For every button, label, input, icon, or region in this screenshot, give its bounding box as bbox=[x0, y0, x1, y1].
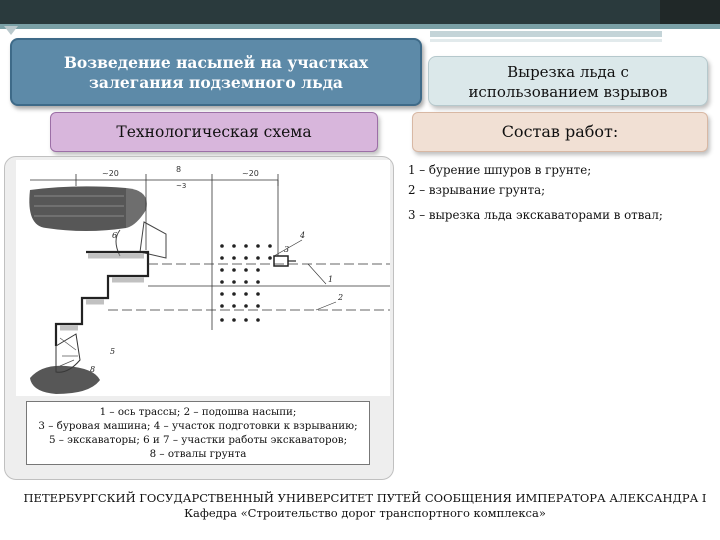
section-title-line1: Вырезка льда с bbox=[507, 63, 629, 81]
technological-scheme-diagram: ~20 8 ~20 ~3 6 4 2 1 5 3 8 bbox=[16, 160, 390, 396]
soil-mass-top-edge bbox=[126, 188, 147, 228]
footer-department: Кафедра «Строительство дорог транспортно… bbox=[184, 505, 546, 520]
callout-8: 8 bbox=[90, 365, 95, 374]
drill-hole-grid bbox=[220, 244, 272, 322]
footer-university: ПЕТЕРБУРГСКИЙ ГОСУДАРСТВЕННЫЙ УНИВЕРСИТЕ… bbox=[23, 491, 707, 505]
works-label: Состав работ: bbox=[412, 112, 708, 152]
soil-mass-top bbox=[29, 186, 126, 231]
soil-hatch-top bbox=[34, 195, 124, 217]
slide-title-line2: залегания подземного льда bbox=[89, 73, 343, 92]
soil-dump-lower bbox=[30, 365, 100, 394]
diagram-legend: 1 – ось трассы; 2 – подошва насыпи; 3 – … bbox=[26, 401, 370, 465]
legend-line-1: 1 – ось трассы; 2 – подошва насыпи; bbox=[99, 406, 297, 418]
legend-line-2: 3 – буровая машина; 4 – участок подготов… bbox=[38, 420, 358, 432]
works-item-1: 1 – бурение шпуров в грунте; bbox=[408, 163, 592, 177]
slide-title: Возведение насыпей на участках залегания… bbox=[10, 38, 422, 106]
drilling-machine bbox=[273, 255, 289, 267]
callout-6: 6 bbox=[112, 231, 117, 240]
top-decor-stripe-light bbox=[430, 31, 662, 37]
corner-triangle-icon bbox=[4, 26, 18, 35]
works-item-2: 2 – взрывание грунта; bbox=[408, 183, 546, 197]
callout-5: 5 bbox=[110, 347, 115, 356]
stepped-excavation bbox=[54, 250, 150, 346]
callout-2: 2 bbox=[337, 293, 343, 302]
dim-label-1: ~20 bbox=[102, 169, 119, 178]
top-decor-stripe-faint bbox=[430, 39, 662, 42]
footer: ПЕТЕРБУРГСКИЙ ГОСУДАРСТВЕННЫЙ УНИВЕРСИТЕ… bbox=[20, 491, 710, 520]
top-decor-stripe bbox=[0, 24, 720, 29]
dim-label-2: 8 bbox=[176, 165, 181, 174]
top-decor-band-dark bbox=[660, 0, 720, 24]
top-decor-band bbox=[0, 0, 720, 24]
callout-3: 3 bbox=[284, 245, 289, 254]
legend-line-4: 8 – отвалы грунта bbox=[149, 448, 247, 460]
callout-1: 1 bbox=[328, 275, 333, 284]
section-title: Вырезка льда с использованием взрывов bbox=[428, 56, 708, 106]
scheme-label: Технологическая схема bbox=[50, 112, 378, 152]
dim-label-3: ~20 bbox=[242, 169, 259, 178]
legend-line-3: 5 – экскаваторы; 6 и 7 – участки работы … bbox=[48, 434, 348, 446]
excavator-upper bbox=[139, 221, 167, 259]
section-title-line2: использованием взрывов bbox=[468, 83, 668, 101]
callout-4: 4 bbox=[299, 231, 305, 240]
slide-title-line1: Возведение насыпей на участках bbox=[63, 53, 369, 72]
dim-label-4: ~3 bbox=[176, 182, 186, 190]
works-item-3: 3 – вырезка льда экскаваторами в отвал; bbox=[408, 208, 663, 222]
